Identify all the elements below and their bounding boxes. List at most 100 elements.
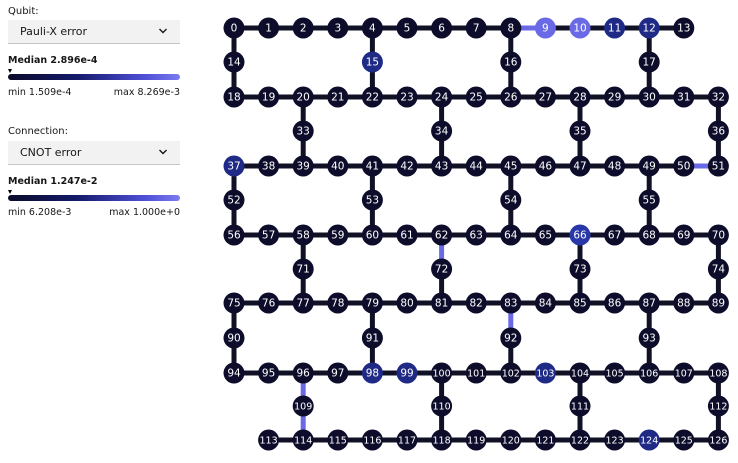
qubit-circle[interactable] — [465, 224, 487, 246]
qubit-node-111[interactable]: 111 — [569, 395, 591, 417]
qubit-node-119[interactable]: 119 — [465, 429, 487, 451]
qubit-node-39[interactable]: 39 — [292, 155, 314, 177]
qubit-circle[interactable] — [638, 362, 660, 384]
qubit-circle[interactable] — [534, 429, 556, 451]
qubit-circle[interactable] — [465, 429, 487, 451]
qubit-circle[interactable] — [534, 292, 556, 314]
qubit-circle[interactable] — [431, 86, 453, 108]
qubit-node-42[interactable]: 42 — [396, 155, 418, 177]
qubit-node-50[interactable]: 50 — [673, 155, 695, 177]
qubit-circle[interactable] — [431, 429, 453, 451]
qubit-circle[interactable] — [673, 17, 695, 39]
qubit-circle[interactable] — [500, 362, 522, 384]
qubit-node-92[interactable]: 92 — [500, 327, 522, 349]
qubit-node-125[interactable]: 125 — [673, 429, 695, 451]
qubit-circle[interactable] — [569, 395, 591, 417]
qubit-circle[interactable] — [707, 155, 729, 177]
qubit-circle[interactable] — [500, 17, 522, 39]
qubit-node-51[interactable]: 51 — [707, 155, 729, 177]
qubit-circle[interactable] — [707, 224, 729, 246]
qubit-node-110[interactable]: 110 — [431, 395, 453, 417]
qubit-node-75[interactable]: 75 — [223, 292, 245, 314]
qubit-node-78[interactable]: 78 — [327, 292, 349, 314]
qubit-node-26[interactable]: 26 — [500, 86, 522, 108]
qubit-circle[interactable] — [292, 429, 314, 451]
qubit-node-72[interactable]: 72 — [431, 258, 453, 280]
qubit-node-12[interactable]: 12 — [638, 17, 660, 39]
qubit-circle[interactable] — [500, 51, 522, 73]
qubit-node-122[interactable]: 122 — [569, 429, 591, 451]
qubit-node-65[interactable]: 65 — [534, 224, 556, 246]
qubit-circle[interactable] — [604, 86, 626, 108]
qubit-node-74[interactable]: 74 — [707, 258, 729, 280]
qubit-node-40[interactable]: 40 — [327, 155, 349, 177]
qubit-circle[interactable] — [534, 362, 556, 384]
qubit-circle[interactable] — [569, 292, 591, 314]
qubit-circle[interactable] — [638, 86, 660, 108]
qubit-node-20[interactable]: 20 — [292, 86, 314, 108]
qubit-node-99[interactable]: 99 — [396, 362, 418, 384]
qubit-circle[interactable] — [361, 292, 383, 314]
qubit-node-53[interactable]: 53 — [361, 189, 383, 211]
qubit-circle[interactable] — [604, 224, 626, 246]
qubit-node-32[interactable]: 32 — [707, 86, 729, 108]
qubit-circle[interactable] — [431, 155, 453, 177]
qubit-node-7[interactable]: 7 — [465, 17, 487, 39]
qubit-circle[interactable] — [292, 17, 314, 39]
qubit-circle[interactable] — [431, 258, 453, 280]
qubit-node-123[interactable]: 123 — [604, 429, 626, 451]
qubit-circle[interactable] — [396, 17, 418, 39]
qubit-circle[interactable] — [396, 292, 418, 314]
qubit-circle[interactable] — [707, 120, 729, 142]
qubit-node-59[interactable]: 59 — [327, 224, 349, 246]
qubit-circle[interactable] — [396, 429, 418, 451]
qubit-circle[interactable] — [638, 17, 660, 39]
qubit-node-66[interactable]: 66 — [569, 224, 591, 246]
qubit-circle[interactable] — [292, 224, 314, 246]
qubit-node-126[interactable]: 126 — [707, 429, 729, 451]
qubit-circle[interactable] — [361, 189, 383, 211]
qubit-node-117[interactable]: 117 — [396, 429, 418, 451]
qubit-circle[interactable] — [396, 224, 418, 246]
qubit-node-38[interactable]: 38 — [258, 155, 280, 177]
qubit-circle[interactable] — [465, 86, 487, 108]
qubit-circle[interactable] — [500, 327, 522, 349]
qubit-node-24[interactable]: 24 — [431, 86, 453, 108]
qubit-circle[interactable] — [569, 258, 591, 280]
qubit-node-109[interactable]: 109 — [292, 395, 314, 417]
qubit-node-4[interactable]: 4 — [361, 17, 383, 39]
qubit-node-100[interactable]: 100 — [431, 362, 453, 384]
qubit-circle[interactable] — [258, 429, 280, 451]
qubit-circle[interactable] — [327, 224, 349, 246]
qubit-circle[interactable] — [431, 120, 453, 142]
qubit-circle[interactable] — [361, 17, 383, 39]
qubit-circle[interactable] — [292, 362, 314, 384]
qubit-circle[interactable] — [327, 86, 349, 108]
qubit-circle[interactable] — [569, 362, 591, 384]
qubit-circle[interactable] — [292, 155, 314, 177]
qubit-node-73[interactable]: 73 — [569, 258, 591, 280]
qubit-circle[interactable] — [292, 86, 314, 108]
qubit-node-61[interactable]: 61 — [396, 224, 418, 246]
qubit-node-19[interactable]: 19 — [258, 86, 280, 108]
qubit-node-55[interactable]: 55 — [638, 189, 660, 211]
qubit-circle[interactable] — [673, 362, 695, 384]
qubit-node-11[interactable]: 11 — [604, 17, 626, 39]
qubit-circle[interactable] — [638, 155, 660, 177]
qubit-node-107[interactable]: 107 — [673, 362, 695, 384]
qubit-node-68[interactable]: 68 — [638, 224, 660, 246]
qubit-node-27[interactable]: 27 — [534, 86, 556, 108]
qubit-circle[interactable] — [431, 362, 453, 384]
qubit-node-112[interactable]: 112 — [707, 395, 729, 417]
qubit-node-56[interactable]: 56 — [223, 224, 245, 246]
qubit-node-106[interactable]: 106 — [638, 362, 660, 384]
qubit-circle[interactable] — [396, 155, 418, 177]
qubit-node-121[interactable]: 121 — [534, 429, 556, 451]
qubit-circle[interactable] — [431, 224, 453, 246]
qubit-node-91[interactable]: 91 — [361, 327, 383, 349]
qubit-node-45[interactable]: 45 — [500, 155, 522, 177]
qubit-circle[interactable] — [638, 327, 660, 349]
qubit-circle[interactable] — [638, 189, 660, 211]
qubit-circle[interactable] — [292, 120, 314, 142]
qubit-node-101[interactable]: 101 — [465, 362, 487, 384]
